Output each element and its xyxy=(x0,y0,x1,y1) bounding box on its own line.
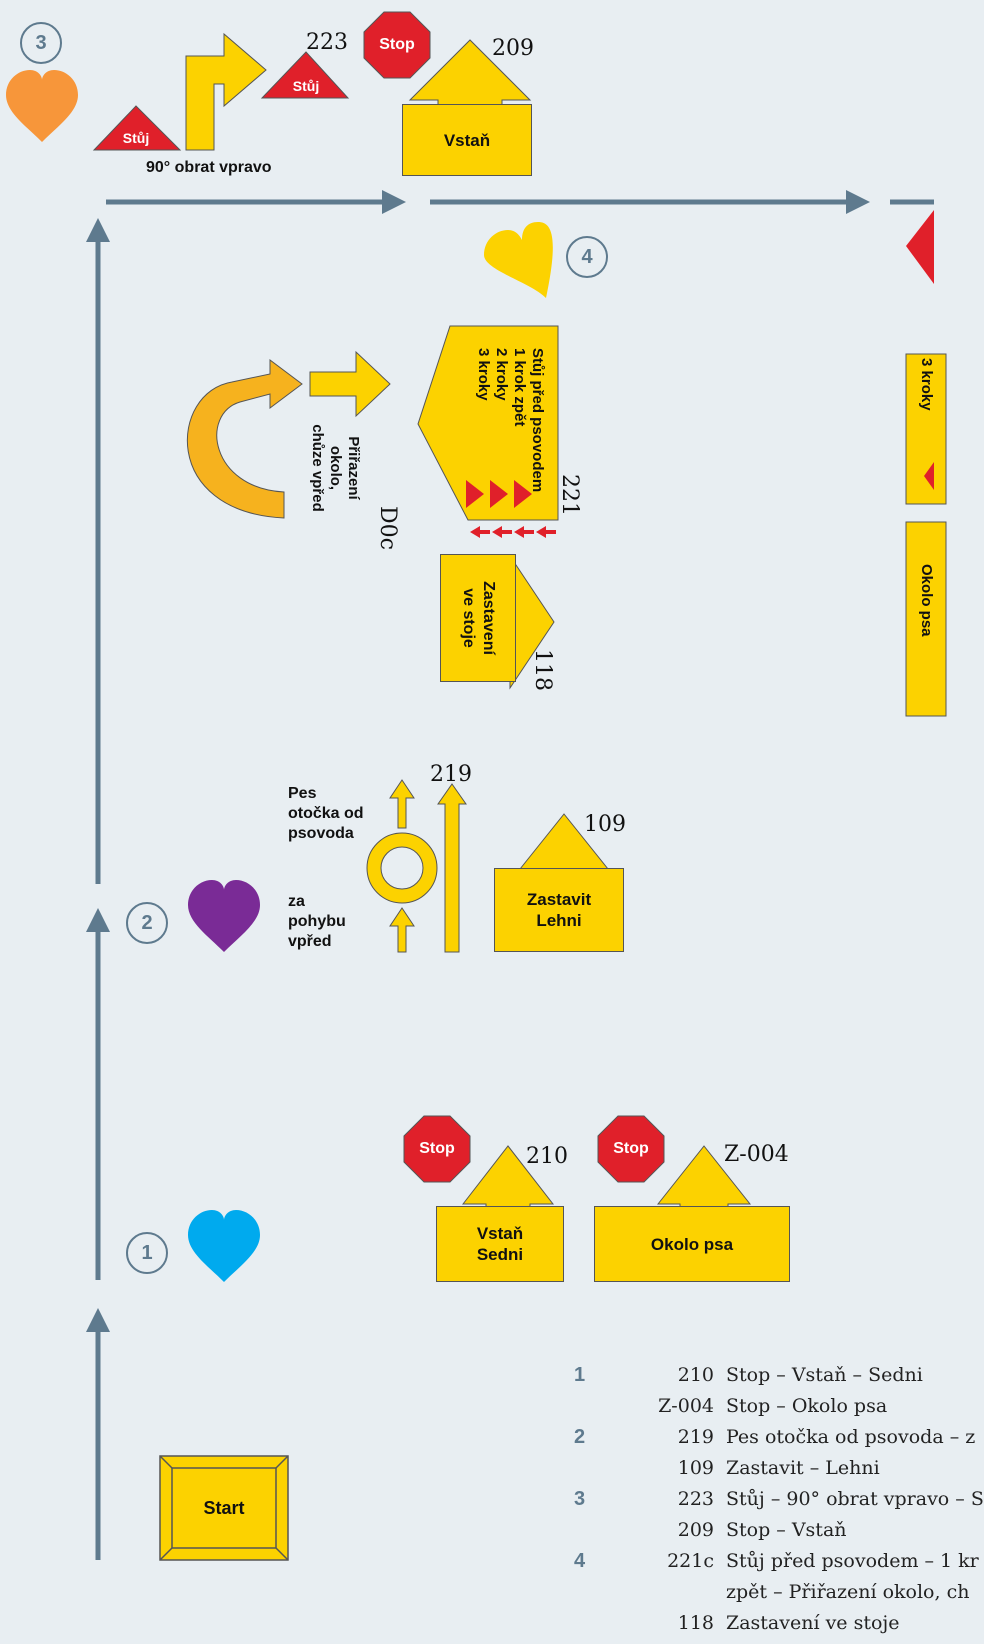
station-209-code: 209 xyxy=(492,36,534,61)
legend: 1 210 Stop – Vstaň – Sedni Z-004 Stop – … xyxy=(574,1364,984,1643)
station-223-graphic xyxy=(92,32,350,151)
section-number-3: 3 xyxy=(20,22,62,64)
legend-row: 1 210 Stop – Vstaň – Sedni xyxy=(574,1364,974,1396)
station-z004-box: Okolo psa xyxy=(594,1206,790,1282)
station-d0c-text: Přiřazení okolo, chůze vpřed xyxy=(309,424,362,512)
legend-code: 210 xyxy=(677,1364,714,1386)
section-number-2: 2 xyxy=(126,902,168,944)
legend-code: Z-004 xyxy=(658,1395,714,1417)
stop-sign-210: Stop xyxy=(419,1140,455,1157)
station-223-caption: 90° obrat vpravo xyxy=(146,159,272,176)
legend-row: Z-004 Stop – Okolo psa xyxy=(574,1395,974,1427)
partial-next-station xyxy=(905,210,947,717)
legend-section: 2 xyxy=(574,1426,586,1448)
station-109-box: Zastavit Lehni xyxy=(494,868,624,952)
station-d0c-graphic xyxy=(186,350,391,519)
legend-code: 221c xyxy=(667,1550,714,1572)
station-210-code: 210 xyxy=(526,1144,568,1169)
legend-code: 109 xyxy=(677,1457,714,1479)
legend-code: 223 xyxy=(677,1488,714,1510)
course-path xyxy=(86,190,934,1560)
heart-icon-section4 xyxy=(484,222,553,298)
legend-row: 109 Zastavit – Lehni xyxy=(574,1457,974,1489)
station-219-bottom-text: za pohybu vpřed xyxy=(288,893,346,950)
legend-desc: Stůj před psovodem – 1 kr xyxy=(726,1550,979,1572)
stuj-sign-left: Stůj xyxy=(122,130,150,146)
station-219-graphic xyxy=(366,779,467,953)
start-sign xyxy=(159,1455,289,1561)
partial-text-3-kroky: 3 kroky xyxy=(918,358,935,411)
station-109-code: 109 xyxy=(584,812,626,837)
start-label: Start xyxy=(203,1498,245,1518)
section-number-1: 1 xyxy=(126,1232,168,1274)
section-number-4: 4 xyxy=(566,236,608,278)
legend-desc: Zastavení ve stoje xyxy=(726,1612,900,1634)
station-z004-code: Z-004 xyxy=(724,1142,789,1167)
legend-row: 2 219 Pes otočka od psovoda – z xyxy=(574,1426,976,1458)
station-219-top-text: Pes otočka od psovoda xyxy=(288,785,364,842)
heart-icon-section2 xyxy=(188,880,260,952)
rally-course-diagram: 1 2 3 4 Start Stop Vstaň Sedni 210 Stop … xyxy=(6,11,984,1643)
station-d0c-code: D0c xyxy=(375,506,400,550)
heart-icon-section1 xyxy=(188,1210,260,1282)
station-219-code: 219 xyxy=(430,762,472,787)
legend-row: zpět – Přiřazení okolo, ch xyxy=(574,1581,974,1613)
legend-desc: Stop – Okolo psa xyxy=(726,1395,888,1417)
station-221-graphic xyxy=(417,325,559,538)
legend-row: 118 Zastavení ve stoje xyxy=(574,1612,974,1644)
legend-row: 4 221c Stůj před psovodem – 1 kr xyxy=(574,1550,979,1582)
station-209-graphic xyxy=(363,11,532,113)
station-209-box: Vstaň xyxy=(402,104,532,176)
legend-section: 4 xyxy=(574,1550,586,1572)
legend-desc: Pes otočka od psovoda – z xyxy=(726,1426,976,1448)
station-210-box: Vstaň Sedni xyxy=(436,1206,564,1282)
stop-sign-z004: Stop xyxy=(613,1140,649,1157)
legend-desc: Stop – Vstaň xyxy=(726,1519,847,1541)
legend-desc: Stop – Vstaň – Sedni xyxy=(726,1364,923,1386)
legend-code: 118 xyxy=(677,1612,714,1634)
stop-sign-209: Stop xyxy=(379,36,415,53)
station-118-code: 118 xyxy=(530,649,555,691)
station-118-box: Zastavení ve stoje xyxy=(440,554,516,682)
station-223-code: 223 xyxy=(306,30,348,55)
stuj-sign-right: Stůj xyxy=(292,78,320,94)
station-210-graphic xyxy=(403,1115,555,1215)
heart-icon-section3 xyxy=(6,70,78,142)
partial-text-okolo-psa: Okolo psa xyxy=(918,564,935,637)
legend-section: 1 xyxy=(574,1364,586,1386)
course-graphics xyxy=(6,11,947,1561)
legend-code: 219 xyxy=(677,1426,714,1448)
legend-desc: Zastavit – Lehni xyxy=(726,1457,880,1479)
legend-desc: Stůj – 90° obrat vpravo – S xyxy=(726,1488,984,1510)
station-221-code: 221 xyxy=(557,474,582,516)
legend-desc: zpět – Přiřazení okolo, ch xyxy=(726,1581,970,1603)
legend-row: 209 Stop – Vstaň xyxy=(574,1519,974,1551)
legend-section: 3 xyxy=(574,1488,586,1510)
station-221-text: Stůj před psovodem 1 krok zpět 2 kroky 3… xyxy=(475,348,546,493)
legend-code: 209 xyxy=(677,1519,714,1541)
legend-row: 3 223 Stůj – 90° obrat vpravo – S xyxy=(574,1488,984,1520)
